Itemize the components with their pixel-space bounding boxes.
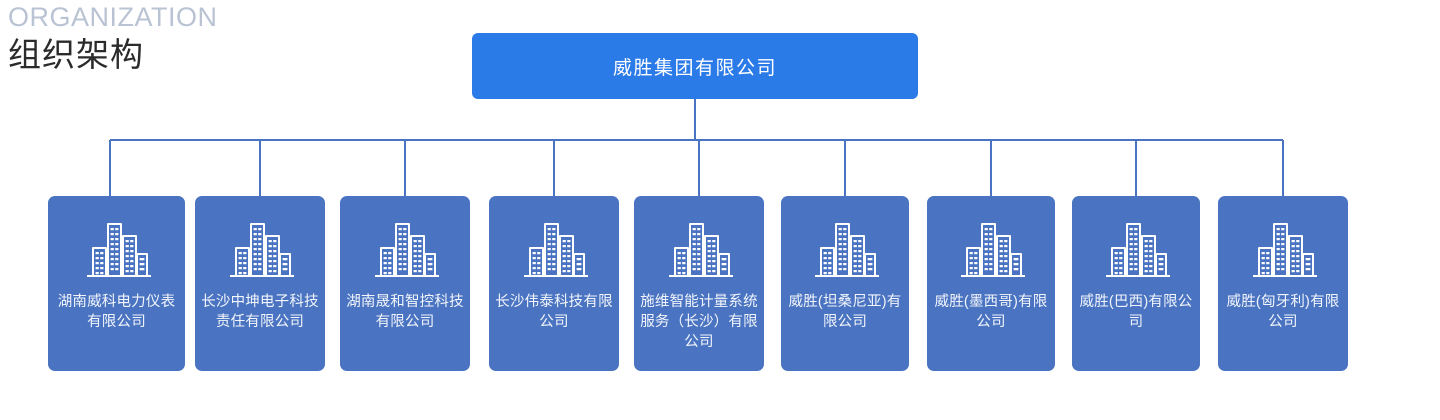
- org-node-child-label: 威胜(巴西)有限公司: [1079, 294, 1193, 330]
- org-node-child[interactable]: 威胜(墨西哥)有限公司: [927, 196, 1055, 371]
- buildings-icon: [961, 223, 1025, 277]
- org-node-child[interactable]: 长沙中坤电子科技责任有限公司: [195, 196, 325, 371]
- org-node-child-label: 湖南晟和智控科技有限公司: [346, 294, 464, 330]
- org-children-row: 湖南威科电力仪表有限公司长沙中坤电子科技责任有限公司湖南晟和智控科技有限公司长沙…: [0, 196, 1440, 372]
- buildings-icon: [375, 223, 439, 277]
- buildings-icon: [815, 223, 879, 277]
- org-node-child-label: 威胜(墨西哥)有限公司: [934, 294, 1048, 330]
- org-node-child-label: 长沙伟泰科技有限公司: [495, 294, 613, 330]
- buildings-icon: [1106, 223, 1170, 277]
- org-node-child[interactable]: 威胜(巴西)有限公司: [1072, 196, 1200, 371]
- org-node-child[interactable]: 湖南威科电力仪表有限公司: [48, 196, 185, 371]
- org-node-child-label: 施维智能计量系统服务（长沙）有限公司: [640, 294, 758, 350]
- buildings-icon: [524, 223, 588, 277]
- buildings-icon: [669, 223, 733, 277]
- org-node-child-label: 湖南威科电力仪表有限公司: [57, 294, 176, 330]
- org-node-child[interactable]: 威胜(坦桑尼亚)有限公司: [781, 196, 909, 371]
- org-node-child[interactable]: 威胜(匈牙利)有限公司: [1218, 196, 1348, 371]
- buildings-icon: [1253, 223, 1317, 277]
- org-node-child-label: 威胜(匈牙利)有限公司: [1226, 294, 1340, 330]
- buildings-icon: [230, 223, 294, 277]
- org-node-child-label: 长沙中坤电子科技责任有限公司: [201, 294, 319, 330]
- org-node-child[interactable]: 施维智能计量系统服务（长沙）有限公司: [634, 196, 764, 371]
- org-node-child[interactable]: 长沙伟泰科技有限公司: [489, 196, 619, 371]
- org-node-root-label: 威胜集团有限公司: [612, 57, 777, 79]
- page-title: 组织架构: [8, 36, 144, 73]
- org-node-child[interactable]: 湖南晟和智控科技有限公司: [340, 196, 470, 371]
- page-eyebrow: ORGANIZATION: [8, 2, 218, 32]
- org-node-root[interactable]: 威胜集团有限公司: [472, 33, 918, 99]
- page-heading: ORGANIZATION 组织架构: [8, 2, 428, 76]
- org-node-child-label: 威胜(坦桑尼亚)有限公司: [788, 294, 902, 330]
- buildings-icon: [86, 223, 151, 277]
